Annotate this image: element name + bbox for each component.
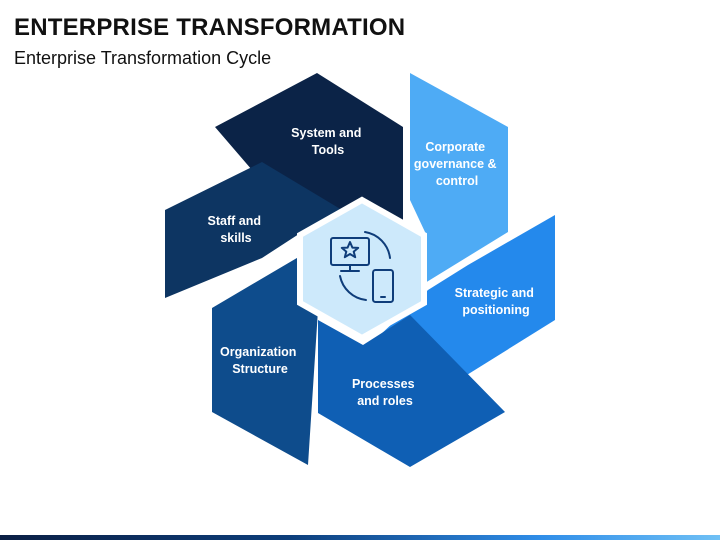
page-title: ENTERPRISE TRANSFORMATION [14,14,406,41]
segment-system-and-tools [215,73,403,235]
smartphone-icon [372,269,394,303]
label-processes-roles: Processes and roles [352,377,418,408]
star-icon [340,241,360,259]
cycle-arc-bottom [339,275,367,301]
bottom-accent-bar [0,535,720,540]
segment-staff-skills [165,162,342,298]
segment-corporate-governance [410,73,508,283]
devices-icon [330,231,394,303]
segment-organization-structure [212,255,318,465]
page-subtitle: Enterprise Transformation Cycle [14,48,272,68]
label-corporate-governance: Corporate governance & control [414,140,500,188]
segment-labels: System and Tools Corporate governance & … [208,126,538,408]
label-staff-skills: Staff and skills [208,214,265,245]
cycle-arc-top [364,231,391,259]
label-strategic-positioning: Strategic and positioning [455,286,538,317]
segment-processes-roles [318,315,505,467]
label-organization-structure: Organization Structure [220,345,300,376]
label-system-and-tools: System and Tools [291,126,365,157]
center-hexagon [297,196,427,342]
